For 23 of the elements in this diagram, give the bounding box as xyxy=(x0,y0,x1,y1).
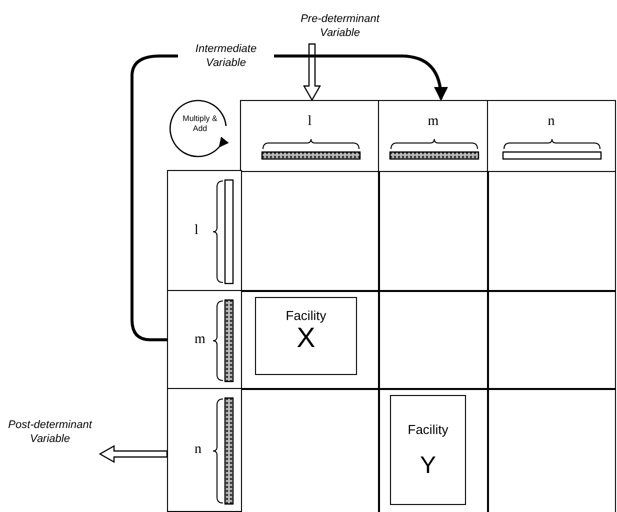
column-header-cell xyxy=(378,100,488,172)
facility-letter: Y xyxy=(418,453,437,479)
variable-letter: n xyxy=(194,443,202,457)
variable-letter: m xyxy=(426,115,440,129)
variable-letter: l xyxy=(306,115,313,129)
facility-box xyxy=(255,297,357,375)
column-header-cell xyxy=(240,100,380,172)
variable-letter: m xyxy=(194,332,206,347)
facility-box xyxy=(390,395,466,505)
column-header-cell xyxy=(487,100,616,172)
arrow xyxy=(98,444,168,464)
arrow xyxy=(302,43,322,102)
row-header-cell xyxy=(167,388,242,512)
facility-label: Facility xyxy=(406,422,450,437)
row-header-cell xyxy=(167,170,242,292)
row-header-cell xyxy=(167,290,242,390)
operation-label: Multiply & Add xyxy=(182,114,218,135)
variable-letter: l xyxy=(194,224,198,238)
facility-letter: X xyxy=(296,323,316,353)
variable-label: Post-determinant Variable xyxy=(2,418,98,450)
variable-label: Pre-determinant Variable xyxy=(290,12,390,42)
variable-letter: n xyxy=(546,115,556,129)
facility-label: Facility xyxy=(284,308,328,323)
